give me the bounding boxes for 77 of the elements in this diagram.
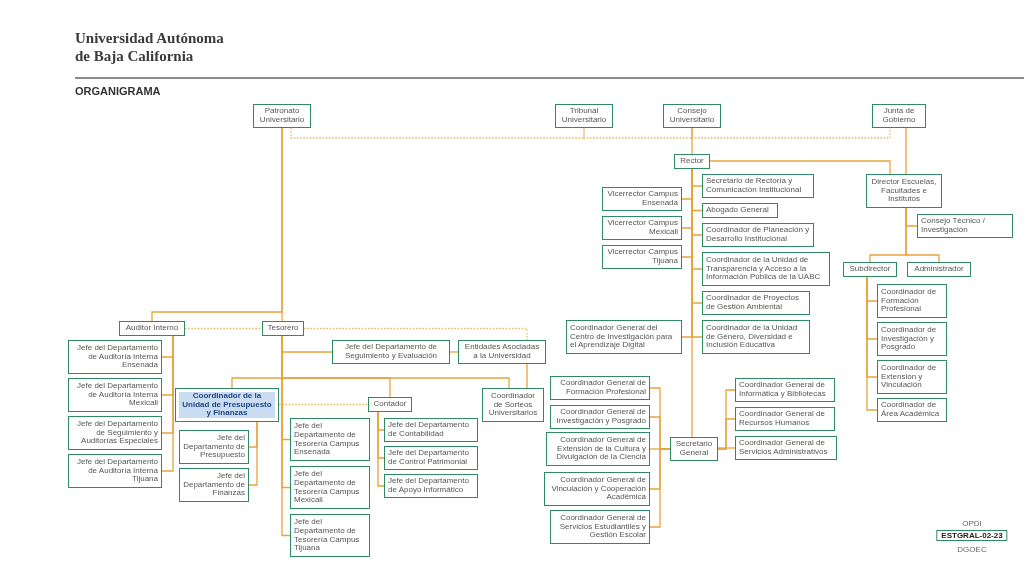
org-box: Auditor Interno <box>119 321 185 336</box>
dotted-connector-line <box>184 327 263 330</box>
org-box: Jefe del Departamento de Finanzas <box>179 468 249 502</box>
org-box: Coordinador de Investigación y Posgrado <box>877 322 947 356</box>
org-box: Administrador <box>907 262 971 277</box>
dotted-connector-line <box>290 127 585 139</box>
connector-line <box>377 411 385 487</box>
org-box: Coordinador General de Informática y Bibliotecas <box>735 378 835 402</box>
org-box: Coordinador de Proyectos de Gestión Ambiental <box>702 291 810 315</box>
org-box: Jefe del Departamento de Auditoría Interna Mexicali <box>68 378 162 412</box>
org-box: Coordinador de la Unidad de Transparencia y Acceso a la Información Pública de la UABC <box>702 252 830 286</box>
org-box: Contador <box>368 397 412 412</box>
org-box: Coordinador General de Formación Profesional <box>550 376 650 400</box>
org-box: Jefe del Departamento de Tesorería Campus Mexicali <box>290 466 370 509</box>
org-box: Coordinador de Planeación y Desarrollo Institucional <box>702 223 814 247</box>
connector-line <box>281 127 283 322</box>
connector-line <box>161 335 174 472</box>
org-box: Vicerrector Campus Tijuana <box>602 245 682 269</box>
connector-line <box>717 418 736 450</box>
org-box: Coordinador General de Vinculación y Cooperación Académica <box>544 472 650 506</box>
connector-line <box>905 127 907 175</box>
org-box: Coordinador de la Unidad de Género, Diversidad e Inclusión Educativa <box>702 320 810 354</box>
org-box: Coordinador de Sorteos Universitarios <box>482 388 544 422</box>
org-box: Jefe del Departamento de Auditoría Interna Ensenada <box>68 340 162 374</box>
org-box: Jefe del Departamento de Apoyo Informático <box>384 474 478 498</box>
org-box: Vicerrector Campus Mexicali <box>602 216 682 240</box>
org-box: Coordinador de Extensión y Vinculación <box>877 360 947 394</box>
org-box: Entidades Asociadas a la Universidad <box>458 340 546 364</box>
org-box: Abogado General <box>702 203 778 218</box>
office-code: OPDI <box>962 519 982 528</box>
org-box: Jefe del Departamento de Seguimiento y Evaluación <box>332 340 450 364</box>
connector-line <box>526 363 528 389</box>
org-box: Jefe del Departamento de Seguimiento y Auditorías Especiales <box>68 416 162 450</box>
org-box: Subdirector <box>843 262 897 277</box>
org-box: Coordinador General del Centro de Investigación para el Aprendizaje Digital <box>566 320 682 354</box>
org-box: Vicerrector Campus Ensenada <box>602 187 682 211</box>
connector-line <box>248 421 258 486</box>
connector-line <box>449 351 459 353</box>
org-box: Secretario General <box>670 437 718 461</box>
org-box: Coordinador General de Recursos Humanos <box>735 407 835 431</box>
org-box: Tribunal Universitario <box>555 104 613 128</box>
org-box: Secretario de Rectoría y Comunicación Institucional <box>702 174 814 198</box>
org-box: Rector <box>674 154 710 169</box>
org-box: Junta de Gobierno <box>872 104 926 128</box>
org-box: Jefe del Departamento de Presupuesto <box>179 430 249 464</box>
org-box: Coordinador General de Servicios Administrativos <box>735 436 837 460</box>
org-box: Coordinador de Área Académica <box>877 398 947 422</box>
connector-line <box>717 447 736 449</box>
org-box: Coordinador General de Investigación y Posgrado <box>550 405 650 429</box>
org-box: Jefe del Departamento de Control Patrimonial <box>384 446 478 470</box>
connector-line <box>905 207 940 263</box>
office-code: DGOEC <box>957 545 987 554</box>
org-box: Tesorero <box>262 321 304 336</box>
document-code: ESTGRAL-02-23 <box>936 530 1008 541</box>
connector-line <box>281 335 291 537</box>
org-box: Jefe del Departamento de Tesorería Campus Ensenada <box>290 418 370 461</box>
org-box: Coordinador General de Servicios Estudiantiles y Gestión Escolar <box>550 510 650 544</box>
dotted-connector-line <box>278 403 369 406</box>
org-box: Director Escuelas, Facultades e Institutos <box>866 174 942 208</box>
diagram-title: ORGANIGRAMA <box>75 85 161 97</box>
connector-line <box>709 160 891 175</box>
org-box: Patronato Universitario <box>253 104 311 128</box>
org-box: Consejo Técnico / Investigación <box>917 214 1013 238</box>
highlighted-text: Coordinador de la Unidad de Presupuesto y Finanzas <box>179 391 275 419</box>
connector-line <box>866 276 878 411</box>
university-name: Universidad Autónoma de Baja California <box>75 29 225 65</box>
org-box: Jefe del Departamento de Tesorería Campus Tijuana <box>290 514 370 557</box>
dotted-connector-line <box>303 327 528 341</box>
org-box: Consejo Universitario <box>663 104 721 128</box>
connector-line <box>691 168 693 438</box>
connector-line <box>649 448 671 528</box>
org-box: Jefe del Departamento de Auditoría Interna Tijuana <box>68 454 162 488</box>
org-box: Coordinador General de Extensión de la Cultura y Divulgación de la Ciencia <box>546 432 650 466</box>
connector-line <box>691 127 693 155</box>
dotted-connector-line <box>583 127 693 139</box>
org-box: Jefe del Departamento de Contabilidad <box>384 418 478 442</box>
org-box: Coordinador de Formación Profesional <box>877 284 947 318</box>
